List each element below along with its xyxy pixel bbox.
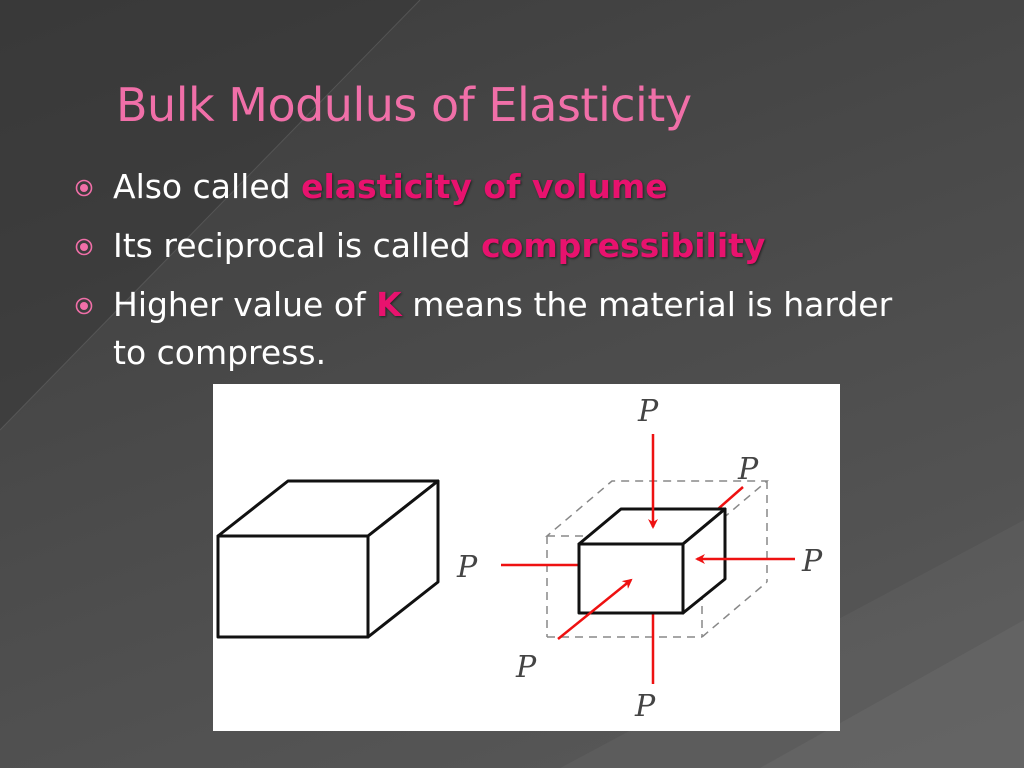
target-circle-icon — [75, 297, 93, 315]
bullet-item: Also called elasticity of volume — [0, 163, 913, 211]
bullet-list: Also called elasticity of volume Its rec… — [0, 163, 1000, 388]
pressure-arrow-back — [717, 486, 744, 510]
slide-title: Bulk Modulus of Elasticity — [116, 78, 692, 132]
target-circle-icon — [75, 179, 93, 197]
pressure-label-bottom: P — [634, 689, 656, 724]
bullet-item: Its reciprocal is called compressibility — [0, 222, 913, 270]
bullet-highlight: K — [376, 285, 402, 324]
cube-compression-diagram: P P P P P P — [216, 394, 823, 724]
original-volume-outline — [544, 480, 770, 638]
bullet-item: Higher value of K means the material is … — [0, 281, 913, 377]
target-circle-icon — [75, 238, 93, 256]
pressure-arrow-front — [557, 578, 633, 640]
bullet-text: Higher value of — [113, 285, 377, 324]
bulk-modulus-figure: P P P P P P — [213, 384, 840, 731]
pressure-label-front: P — [515, 650, 537, 685]
pressure-label-top: P — [637, 394, 659, 429]
bullet-text: Its reciprocal is called — [113, 226, 482, 265]
pressure-label-right: P — [801, 544, 823, 579]
bullet-text: Also called — [113, 167, 302, 206]
pressure-label-left: P — [456, 550, 478, 585]
pressure-label-back: P — [737, 452, 759, 487]
bullet-highlight: compressibility — [481, 226, 766, 265]
bullet-text: means the material is harder to compress… — [113, 285, 893, 372]
original-cube — [216, 479, 440, 639]
bullet-highlight: elasticity of volume — [301, 167, 668, 206]
